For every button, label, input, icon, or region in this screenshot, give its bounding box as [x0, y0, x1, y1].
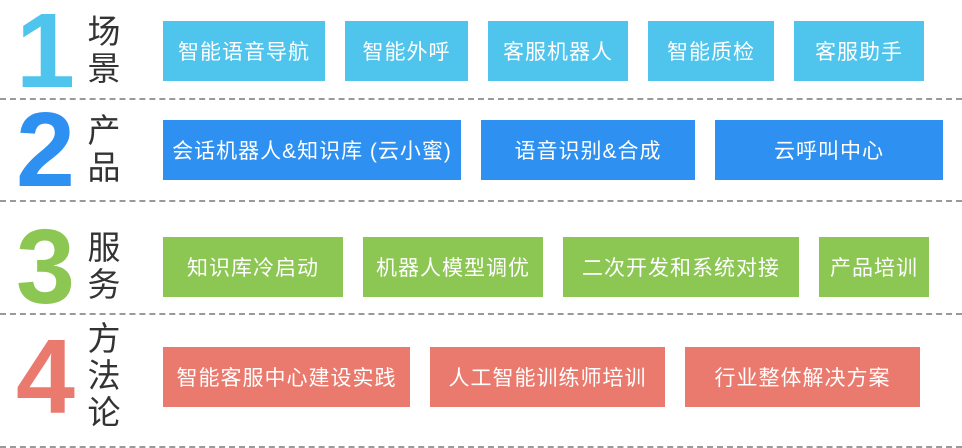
row-service-header: 3 服务	[0, 207, 163, 326]
row-product: 2 产品 会话机器人&知识库 (云小蜜) 语音识别&合成 云呼叫中心	[0, 91, 962, 209]
row-methodology-items: 智能客服中心建设实践 人工智能训练师培训 行业整体解决方案	[163, 346, 920, 407]
item-box: 语音识别&合成	[481, 120, 695, 180]
row-number: 4	[16, 317, 75, 436]
row-category-label: 产品	[82, 113, 120, 187]
row-product-items: 会话机器人&知识库 (云小蜜) 语音识别&合成 云呼叫中心	[163, 120, 943, 180]
row-category-label: 方法论	[82, 321, 120, 432]
row-scene-header: 1 场景	[0, 0, 163, 110]
row-methodology-header: 4 方法论	[0, 315, 163, 438]
item-box: 智能质检	[648, 21, 774, 81]
item-box: 智能语音导航	[163, 21, 325, 81]
item-box: 智能外呼	[345, 21, 468, 81]
row-number: 3	[16, 207, 75, 326]
item-box: 人工智能训练师培训	[430, 346, 665, 407]
row-scene: 1 场景 智能语音导航 智能外呼 客服机器人 智能质检 客服助手	[0, 0, 962, 110]
row-category-label: 服务	[82, 229, 120, 304]
item-box: 会话机器人&知识库 (云小蜜)	[163, 120, 461, 180]
row-number: 2	[16, 91, 75, 209]
item-box: 产品培训	[819, 236, 929, 297]
row-scene-items: 智能语音导航 智能外呼 客服机器人 智能质检 客服助手	[163, 21, 924, 81]
row-number: 1	[16, 0, 75, 110]
item-box: 二次开发和系统对接	[563, 236, 799, 297]
item-box: 智能客服中心建设实践	[163, 346, 410, 407]
item-box: 云呼叫中心	[715, 120, 943, 180]
row-category-label: 场景	[82, 14, 120, 88]
row-service: 3 服务 知识库冷启动 机器人模型调优 二次开发和系统对接 产品培训	[0, 202, 962, 326]
row-methodology: 4 方法论 智能客服中心建设实践 人工智能训练师培训 行业整体解决方案	[0, 315, 962, 448]
row-service-items: 知识库冷启动 机器人模型调优 二次开发和系统对接 产品培训	[163, 236, 929, 297]
item-box: 客服助手	[794, 21, 924, 81]
item-box: 客服机器人	[488, 21, 628, 81]
item-box: 知识库冷启动	[163, 236, 343, 297]
item-box: 机器人模型调优	[363, 236, 543, 297]
item-box: 行业整体解决方案	[685, 346, 920, 407]
row-product-header: 2 产品	[0, 91, 163, 209]
